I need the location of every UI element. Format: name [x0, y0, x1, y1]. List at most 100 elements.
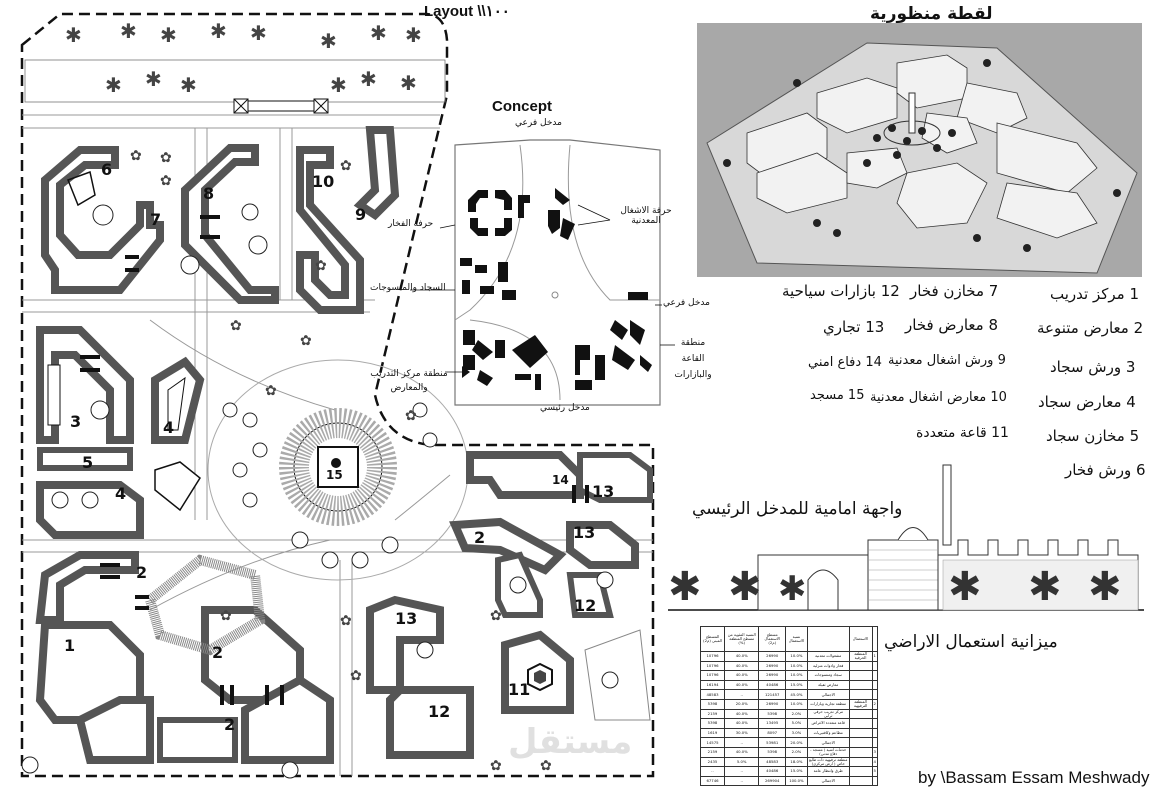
budget-table-cell: 5398: [758, 708, 786, 720]
concept-label-training-center: منطقة مركز التدريب والمعارض: [370, 369, 448, 393]
budget-table-cell: معارض ثقيلة: [806, 679, 850, 691]
budget-table-cell: [848, 737, 873, 748]
budget-table-cell: منطقة تجارية وبازارات: [806, 698, 850, 710]
budget-table-cell: 40.0%: [724, 708, 760, 720]
plan-number: 15: [326, 468, 343, 482]
svg-text:✱: ✱: [400, 71, 417, 95]
layout-title: Layout \\١٠٠: [424, 3, 510, 20]
legend-item: 3 ورش سجاد: [1050, 358, 1136, 376]
plan-number: 12: [428, 702, 451, 721]
budget-table-header-cell: مسطح الاستعمال (م2): [758, 626, 786, 652]
budget-table-cell: [848, 775, 873, 787]
budget-table-cell: 48583: [699, 689, 726, 700]
plan-number: 2: [474, 528, 486, 547]
budget-table-cell: المنطقة الترفيهية: [848, 698, 873, 710]
budget-table-cell: 26990: [758, 670, 786, 681]
plan-number: 2: [212, 643, 224, 662]
svg-text:✿: ✿: [160, 150, 172, 166]
svg-text:✿: ✿: [340, 158, 352, 174]
budget-table-cell: [848, 746, 873, 758]
budget-table-cell: 30.0%: [724, 727, 760, 739]
budget-table-cell: [848, 727, 873, 739]
budget-table-cell: سجاد ومنسوجات: [806, 670, 850, 681]
legend-item: 14 دفاع امني: [808, 355, 882, 370]
budget-table-cell: فخار وادوات منزلية: [806, 660, 850, 672]
budget-table-cell: 13495: [758, 718, 786, 729]
budget-table-cell: [871, 708, 879, 720]
plan-number: 4: [115, 484, 127, 503]
plan-number: 14: [552, 473, 569, 487]
budget-table-cell: 2.0%: [785, 708, 808, 720]
budget-table-cell: ..: [699, 766, 726, 777]
budget-table-cell: 5.0%: [724, 756, 760, 768]
legend-item: 9 ورش اشغال معدنية: [888, 353, 1006, 368]
budget-table-cell: [871, 660, 879, 672]
budget-table-cell: 10796: [699, 660, 726, 672]
budget-table-cell: مشغولات معدنية: [806, 651, 850, 662]
budget-table-cell: [871, 737, 879, 748]
svg-text:✿: ✿: [490, 758, 502, 774]
svg-text:✱: ✱: [320, 29, 337, 53]
concept-label-sub-entrance-top: مدخل فرعي: [515, 118, 562, 128]
svg-text:✱: ✱: [120, 19, 137, 43]
plan-number: 1: [64, 636, 76, 655]
budget-table-cell: [848, 766, 873, 777]
budget-table-cell: 4: [871, 756, 879, 768]
budget-table-cell: 40.0%: [724, 651, 760, 662]
svg-text:✿: ✿: [490, 608, 502, 624]
svg-text:✱: ✱: [160, 23, 177, 47]
budget-table-cell: طرق وانتظار عامة: [806, 766, 850, 777]
budget-table-cell: 40.0%: [724, 718, 760, 729]
concept-label-pottery-craft: حرفة الفخار: [388, 219, 434, 229]
budget-table-cell: 20.0%: [785, 737, 808, 748]
budget-table-cell: [848, 689, 873, 700]
facade-elevation: ✱✱✱ ✱✱✱: [668, 464, 1144, 611]
svg-text:✱: ✱: [105, 73, 122, 97]
watermark: مستقل: [508, 722, 633, 762]
budget-table: المسطح المبني (م2) النسبة المئوية من مسط…: [699, 626, 879, 787]
legend-item: 10 معارض اشغال معدنية: [870, 390, 1007, 405]
budget-table-cell: 3: [871, 746, 879, 758]
svg-text:✿: ✿: [160, 173, 172, 189]
budget-table-cell: 10796: [699, 670, 726, 681]
budget-table-cell: 40486: [758, 766, 786, 777]
svg-text:✿: ✿: [340, 613, 352, 629]
svg-text:✿: ✿: [405, 408, 417, 424]
svg-text:✱: ✱: [1028, 564, 1062, 610]
plan-number: 5: [82, 453, 94, 472]
budget-table-cell: 1: [871, 651, 879, 662]
budget-table-cell: 16194: [699, 679, 726, 691]
svg-text:✿: ✿: [220, 608, 232, 624]
plan-number: 11: [508, 680, 531, 699]
budget-table-cell: 269904: [758, 775, 786, 787]
svg-text:✱: ✱: [180, 73, 197, 97]
legend-item: 7 مخازن فخار: [910, 282, 999, 300]
budget-table-cell: 18.0%: [785, 756, 808, 768]
budget-table-cell: 26990: [758, 660, 786, 672]
budget-table-cell: 10.0%: [785, 698, 808, 710]
svg-text:✱: ✱: [250, 21, 267, 45]
budget-table-cell: خدمات امنية ( مسجد - دفاع مدني): [806, 746, 850, 758]
svg-text:✿: ✿: [540, 758, 552, 774]
svg-text:✱: ✱: [948, 564, 982, 610]
svg-text:✱: ✱: [210, 19, 227, 43]
budget-table-cell: 5: [871, 766, 879, 777]
budget-table-cell: الاجمالي: [806, 689, 850, 700]
budget-table-cell: 10.0%: [785, 670, 808, 681]
budget-table-cell: 67746: [699, 775, 726, 787]
svg-text:✿: ✿: [300, 333, 312, 349]
budget-table-header-cell: الاستعمال: [848, 626, 873, 652]
budget-table-cell: 8097: [758, 727, 786, 739]
budget-table-cell: 45.0%: [785, 689, 808, 700]
legend-item: 6 ورش فخار: [1065, 461, 1146, 479]
plan-number: 2: [136, 563, 148, 582]
plan-number: 12: [574, 596, 597, 615]
